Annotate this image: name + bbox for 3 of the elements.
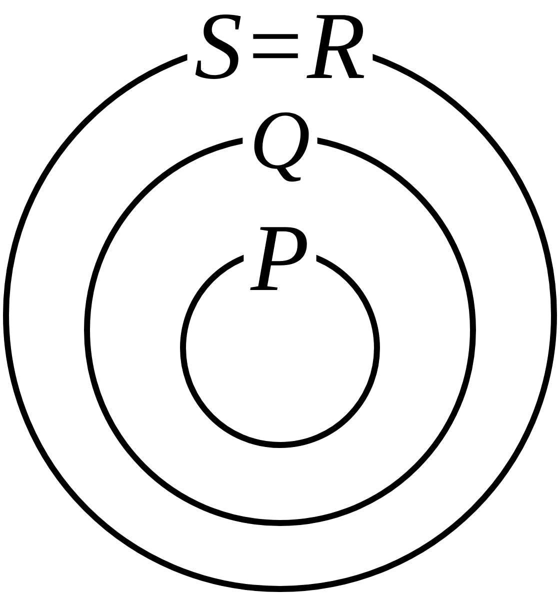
- set-label: S=R: [187, 10, 373, 83]
- set-label: P: [244, 223, 316, 294]
- set-label: Q: [242, 108, 318, 186]
